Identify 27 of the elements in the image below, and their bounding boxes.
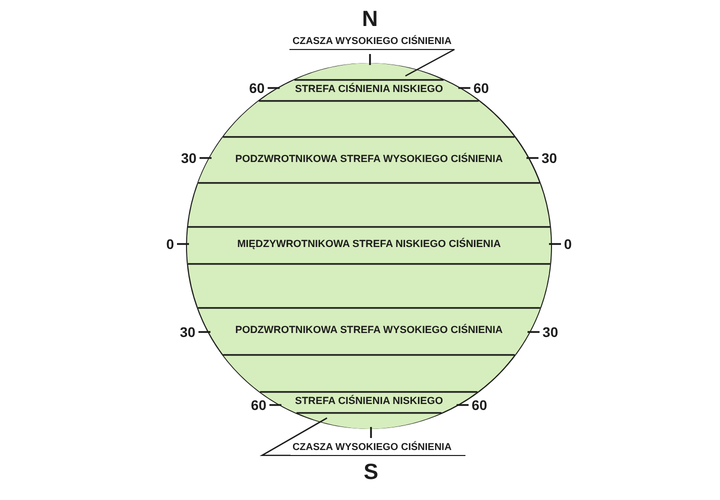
latitude-label: 60 (249, 81, 265, 95)
latitude-label: 30 (180, 325, 196, 339)
latitude-label: 60 (250, 398, 266, 412)
belt-label: PODZWROTNIKOWA STREFA WYSOKIEGO CIŚNIENIA (235, 326, 503, 337)
latitude-label: 30 (180, 151, 197, 165)
leader-line (405, 48, 455, 76)
pole-label: S (364, 461, 378, 483)
belt-label: STREFA CIŚNIENIA NISKIEGO (294, 397, 443, 408)
belt-label: PODZWROTNIKOWA STREFA WYSOKIEGO CIŚNIENIA (235, 154, 503, 166)
globe-band (198, 308, 540, 355)
globe-band (188, 183, 550, 227)
pole-label: N (362, 8, 378, 30)
polar-cap (296, 413, 442, 429)
belt-label: MIĘDZYWROTNIKOWA STREFA NISKIEGO CIŚNIENIA (237, 240, 501, 251)
leader-line (260, 417, 328, 456)
belt-label: STREFA CIŚNIENIA NISKIEGO (294, 85, 443, 96)
globe-band (198, 137, 540, 183)
globe-band (187, 227, 551, 264)
callout-label: CZASZA WYSOKIEGO CIŚNIENIA (289, 36, 455, 50)
latitude-label: 60 (473, 81, 489, 95)
callout-label: CZASZA WYSOKIEGO CIŚNIENIA (290, 442, 466, 456)
latitude-label: 0 (564, 237, 572, 251)
latitude-label: 0 (166, 237, 174, 251)
globe-band (188, 264, 550, 308)
latitude-label: 30 (542, 325, 558, 339)
latitude-label: 60 (472, 398, 488, 412)
latitude-label: 30 (541, 151, 558, 165)
